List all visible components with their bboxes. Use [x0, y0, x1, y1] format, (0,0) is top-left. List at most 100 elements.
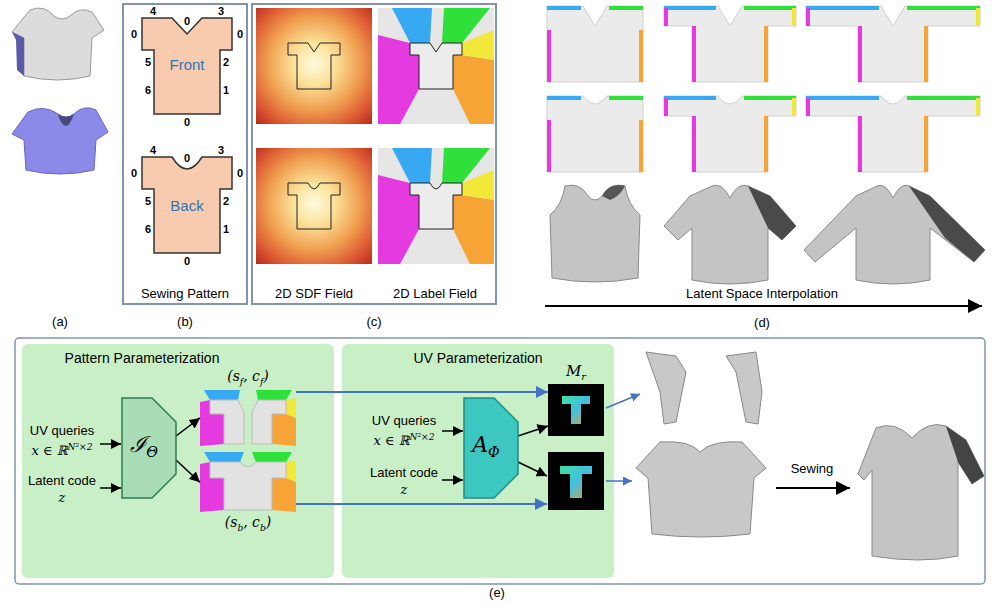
callout-number: 0: [131, 167, 137, 179]
text-line: AΦ: [464, 432, 508, 462]
torso-3d: [636, 442, 766, 537]
uv-chart: [560, 466, 592, 498]
node-text: ): [266, 514, 271, 530]
pattern-back: [806, 96, 980, 172]
callout-number: 0: [184, 116, 190, 128]
label-region: [462, 170, 494, 200]
uv-chart: [562, 396, 590, 424]
node-text: ℐ: [130, 432, 146, 457]
label-group: 1: [223, 223, 229, 236]
seam-edge: [547, 8, 879, 98]
connector: [296, 391, 548, 393]
node-text: (s: [225, 514, 238, 530]
callout-number: 0: [184, 152, 190, 164]
garment-neck-3d: [58, 114, 74, 126]
network-block-outline: [122, 398, 176, 498]
sdf-field: [256, 148, 372, 264]
node-text: A: [472, 432, 488, 457]
label-group: 2: [223, 56, 229, 69]
node-text: UV Parameterization: [413, 350, 542, 366]
module-background: [22, 344, 334, 578]
sdf-field: [256, 8, 372, 124]
text-line: 2D SDF Field: [253, 286, 375, 302]
network-block: ℐΘ: [122, 398, 176, 498]
garment-inside-3d: [946, 426, 984, 484]
pattern-to-uv-line: [296, 503, 547, 505]
garment-3d: [804, 185, 985, 284]
text-line: 2D Label Field: [375, 286, 495, 302]
garment-back-3d: [12, 108, 108, 174]
garment-front-3d: [12, 8, 104, 80]
label-group: z: [401, 483, 408, 498]
node-text: f: [240, 377, 243, 387]
label: (c): [366, 314, 381, 329]
pattern-piece-shape: [210, 400, 244, 444]
text-line: Pattern Parameterization: [22, 350, 262, 367]
node-text: 2D Label Field: [393, 286, 477, 301]
callout-number: 0: [184, 15, 190, 27]
input-arrow: [100, 487, 121, 489]
node-text: f: [260, 377, 263, 387]
label-group: 0: [237, 28, 243, 41]
output-arrow: [518, 462, 547, 476]
label-group: (c): [366, 315, 381, 330]
output-arrow: [606, 480, 632, 482]
connector: [176, 418, 200, 436]
garment-inside-3d: [748, 186, 796, 240]
label-group: 4: [150, 144, 156, 157]
label-region: [256, 390, 292, 400]
text-line: Front: [154, 56, 220, 74]
label-group: Latent code: [28, 474, 96, 489]
text-line: Sewing Pattern: [124, 286, 246, 302]
pattern-piece-outline: [142, 18, 232, 114]
label-group: (a): [52, 315, 68, 330]
text-line: ℐΘ: [122, 432, 166, 462]
node-text: , c: [243, 514, 260, 530]
label-group: 0: [184, 152, 190, 165]
label-group: 6: [145, 84, 151, 97]
pattern-output: (sb, cb): [200, 452, 296, 534]
garment-3d: [664, 185, 796, 284]
label-group: 0: [184, 116, 190, 129]
text-line: Back: [154, 197, 220, 215]
callout-number: 4: [150, 5, 156, 17]
label-group: 5: [145, 195, 151, 208]
label-region: [272, 478, 296, 512]
label: (e): [489, 585, 505, 600]
label-group: Sewing: [791, 462, 834, 477]
label: UV queries: [30, 423, 94, 438]
node-text: b: [260, 523, 266, 533]
node-text: r: [581, 371, 586, 382]
label: x ∈ ℝ: [31, 443, 67, 458]
label: N²×2: [410, 432, 435, 442]
module-box: UV ParameterizationAΦMr: [342, 344, 614, 578]
label-group: 2: [223, 195, 229, 208]
callout-number: 3: [218, 144, 224, 156]
label-region: [204, 390, 240, 400]
label-group: x ∈ ℝN²×2: [31, 442, 92, 459]
label-region: [453, 55, 494, 124]
label-region: [392, 148, 432, 183]
pattern-front: [806, 6, 980, 82]
label-field: [378, 148, 494, 264]
label-group: (b): [177, 315, 193, 330]
pattern-piece-shape: [252, 400, 286, 444]
module-box: Pattern ParameterizationℐΘ(sf, cf)(sb, c…: [22, 344, 334, 578]
label: Sewing: [791, 461, 834, 476]
pattern-piece-outline: [142, 157, 232, 253]
node-text: , c: [243, 368, 260, 384]
network-block: AΦ: [464, 398, 518, 498]
callout-number: 1: [223, 223, 229, 235]
label-region: [272, 414, 296, 446]
label: z: [401, 482, 408, 497]
label-region: [392, 8, 432, 43]
connector: [518, 426, 548, 436]
node-text: Φ: [488, 444, 500, 460]
input-arrow: [442, 479, 463, 481]
label: z: [59, 490, 66, 505]
text-line: (sb, cb): [200, 514, 296, 534]
seam-edge: [794, 8, 978, 116]
label-group: 0: [131, 167, 137, 180]
seam-edge: [549, 8, 860, 172]
